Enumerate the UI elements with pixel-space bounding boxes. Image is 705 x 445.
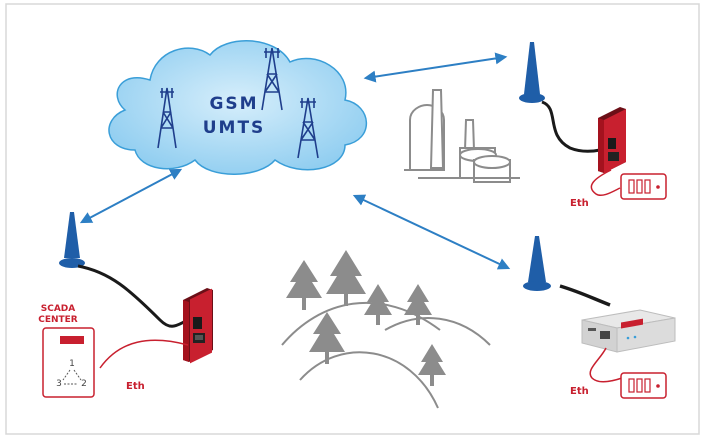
tree-icon [309,312,345,364]
tree-icon [364,284,392,325]
cell-tower-icon [157,87,177,149]
router-icon [598,107,626,173]
cloud-label-gsm: GSM [209,94,258,114]
cell-tower-icon [297,97,319,159]
scada-node-2: 2 [81,379,87,389]
scada-node-3: 3 [56,379,62,389]
antenna-icon [519,42,545,103]
tree-icon [404,284,432,325]
scada-center: SCADA CENTER 1 3 2 [38,304,95,398]
cloud-shape [108,40,368,175]
antenna-cable [559,284,611,307]
scada-label-line2: CENTER [38,315,78,325]
scada-display [60,336,84,344]
eth-label: Eth [126,381,145,392]
link-arrow-top-right [363,52,508,83]
scada-node-1: 1 [69,359,75,369]
hill-outline [299,351,439,409]
scada-label-line1: SCADA [41,304,76,314]
tree-icon [326,250,366,306]
eth-label: Eth [570,198,589,209]
tree-icon [418,344,446,386]
cell-tower-icon [261,47,283,111]
gsm-umts-cloud: GSM UMTS [108,40,368,175]
eth-label: Eth [570,386,589,397]
eth-cable [99,339,189,369]
eth-cable [589,347,623,383]
router-icon [183,288,213,364]
diagram-frame [5,3,700,435]
cloud-label-umts: UMTS [203,118,266,138]
antenna-icon [523,236,551,291]
rack-device-icon [581,309,676,353]
link-arrow-left [79,168,183,224]
eth-cable [590,169,621,197]
hill-outline [384,317,491,346]
link-arrow-bottom-right [352,194,511,270]
tree-icon [286,260,322,310]
meter-icon [620,173,667,200]
antenna-cable [77,264,185,328]
antenna-cable [541,100,601,153]
power-plant-icon [404,89,520,183]
scada-topology-lines [62,369,82,385]
forest-landscape [281,250,491,409]
meter-icon [620,372,667,399]
